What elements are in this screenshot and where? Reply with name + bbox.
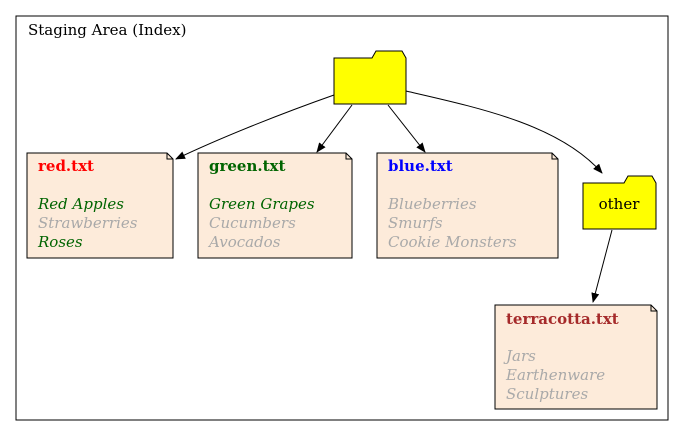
file-line: Cookie Monsters [388, 233, 517, 251]
file-note-red: red.txt Red Apples Strawberries Roses [26, 152, 174, 259]
edge-root-to-red [175, 94, 335, 160]
file-line: Red Apples [37, 195, 124, 213]
other-folder-label: other [599, 195, 641, 213]
file-line: Roses [37, 233, 83, 251]
file-line: Jars [503, 347, 536, 365]
file-line: Blueberries [387, 195, 477, 213]
file-note-terracotta: terracotta.txt Jars Earthenware Sculptur… [494, 304, 658, 410]
edge-other-to-terracotta [591, 229, 613, 303]
file-title: terracotta.txt [506, 310, 619, 328]
note-icon [197, 152, 353, 259]
file-title: blue.txt [388, 157, 453, 175]
other-folder: other [582, 175, 657, 230]
edge-root-to-blue [387, 104, 426, 153]
note-icon [494, 304, 658, 410]
file-note-green: green.txt Green Grapes Cucumbers Avocado… [197, 152, 353, 259]
edges [175, 90, 613, 303]
file-line: Cucumbers [209, 214, 296, 232]
edge-root-to-green [316, 104, 353, 153]
file-title: green.txt [209, 157, 285, 175]
staging-area-cluster: Staging Area (Index) [15, 15, 669, 421]
file-line: Smurfs [388, 214, 443, 232]
file-line: Earthenware [505, 366, 605, 384]
file-line: Strawberries [38, 214, 138, 232]
note-icon [26, 152, 174, 259]
edge-root-to-other [405, 90, 603, 174]
root-folder [333, 50, 407, 105]
file-line: Avocados [207, 233, 281, 251]
note-icon [376, 152, 559, 259]
file-line: Sculptures [506, 385, 588, 403]
file-line: Green Grapes [209, 195, 315, 213]
folder-icon [333, 50, 407, 105]
cluster-label: Staging Area (Index) [28, 21, 187, 39]
file-note-blue: blue.txt Blueberries Smurfs Cookie Monst… [376, 152, 559, 259]
folder-icon [582, 175, 657, 230]
file-title: red.txt [38, 157, 94, 175]
